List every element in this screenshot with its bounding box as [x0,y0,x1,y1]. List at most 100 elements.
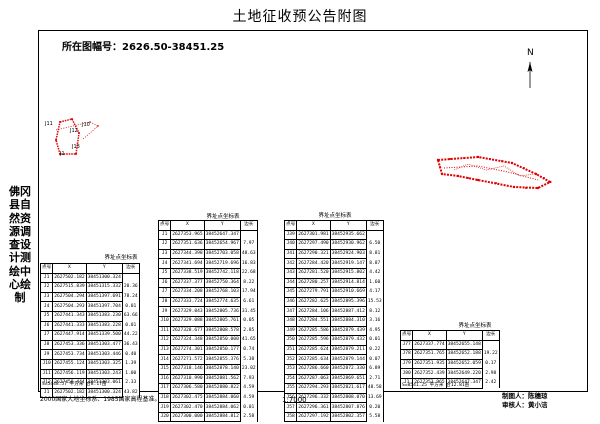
edge-length: 2.42 [481,378,500,389]
header-dist: 边长 [239,220,258,231]
edge-length: 2.33 [121,378,140,389]
header-point: 点号 [157,220,172,231]
coord-y: 38452805.736 [203,306,241,317]
coord-x: 2627329.043 [170,306,205,317]
coord-y: 38452802.357 [329,411,367,423]
coord-x: 2627353.965 [170,229,205,241]
edge-length: 8.87 [365,258,384,269]
coord-x: 2627353.965 [412,377,447,389]
edge-length: 2.71 [365,374,384,384]
coord-x: 2627515.839 [52,282,87,293]
coord-y: 38451339.500 [85,330,123,341]
point-id: J45 [283,287,298,298]
point-id: J11 [157,325,172,337]
coord-y: 38452914.814 [329,277,367,289]
point-id: J80 [399,368,414,379]
coord-y: 38451383.228 [85,320,123,332]
coord-x: 2627285.634 [296,354,331,365]
coord-x: 2627284.551 [296,315,331,327]
header-y: Y [329,220,367,231]
coord-y: 38452808.578 [203,325,241,337]
coord-y: 38452742.118 [203,267,241,279]
point-id: J50 [283,335,298,346]
point-id: J49 [283,325,298,337]
header-y: Y [85,263,123,274]
coord-y: 38452924.903 [329,248,367,260]
point-id: J7 [157,287,172,298]
coord-y: 38451300.324 [85,387,123,399]
coord-x: 2627502.182 [52,272,87,284]
coord-x: 2627306.580 [170,383,205,394]
header-x: X [170,220,205,231]
edge-length: 8.22 [239,278,258,288]
edge-length: 78.24 [121,292,140,302]
coord-y: 38452768.103 [203,287,241,298]
edge-length: 1.00 [121,369,140,379]
coord-x: 2627281.520 [296,267,331,279]
point-id: J17 [157,383,172,394]
coord-y: 38452750.364 [203,277,241,289]
edge-length: 0.22 [365,345,384,355]
edge-length: 22.68 [239,268,258,279]
point-id: J48 [283,315,298,327]
coord-y: 38452808.070 [329,392,367,404]
edge-length: 4.42 [365,268,384,279]
coord-x: 2627279.791 [296,287,331,298]
coord-y: 38452821.617 [329,383,367,394]
edge-length [365,230,384,240]
edge-length: 4.59 [239,383,258,394]
edge-length: 1.39 [121,359,140,370]
coord-y: 38452879.211 [329,344,367,356]
edge-length [239,230,258,240]
table4-area: S=8541.25 平方米 合12.81亩 [402,383,470,388]
coord-y: 38452878.140 [203,363,241,375]
coord-x: 2627351.765 [412,349,447,360]
point-id: J1 [39,387,54,399]
coord-x: 2627341.694 [170,258,205,269]
header-y: Y [445,330,483,341]
coord-x: 2627441.343 [52,310,87,322]
coord-x: 2627285.586 [296,325,331,337]
point-id: J6 [39,320,54,332]
point-id: J5 [39,310,54,322]
point-id: J6 [157,277,172,289]
coord-y: 38452884.060 [203,392,241,404]
coord-x: 2627333.724 [170,296,205,308]
coord-y: 38452869.651 [329,373,367,385]
point-id: J14 [157,354,172,365]
edge-length: 23.02 [239,364,258,374]
edge-length: 2.85 [239,326,258,336]
point-id: J8 [39,339,54,351]
coord-x: 2627300.000 [170,411,205,423]
coord-y: 38452884.812 [203,411,241,423]
map-label-j11: J11 [44,121,53,127]
coord-x: 2627285.624 [296,344,331,356]
sheet-number: 所在图幅号：2626.50-38451.25 [62,42,225,53]
coord-y: 38452655.148 [445,339,483,351]
edge-length: 0.07 [365,354,384,365]
parcel-2 [436,155,553,190]
coord-y: 38452910.669 [329,287,367,298]
edge-length [481,340,500,350]
